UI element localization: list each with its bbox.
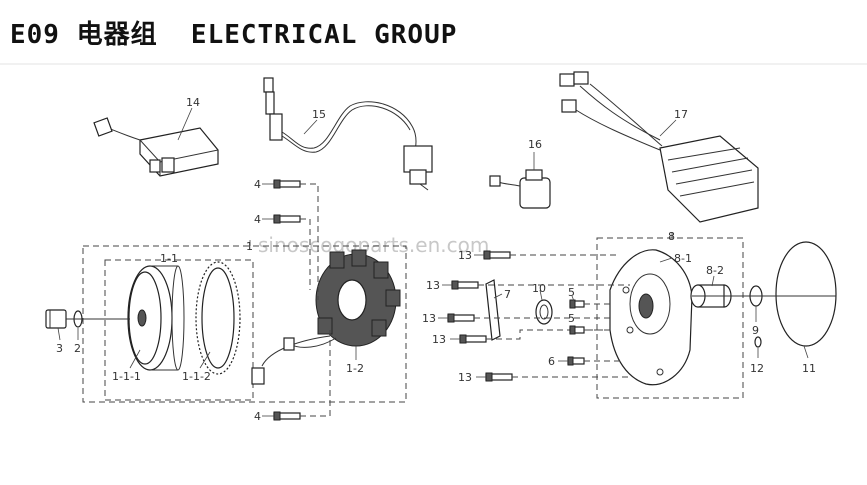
callout-3: 3 (56, 342, 63, 355)
callout-13-e: 13 (458, 371, 472, 384)
callout-11: 11 (802, 362, 816, 375)
callout-1: 1 (246, 240, 253, 253)
part-13-bolt-b (451, 280, 479, 290)
part-1-2-stator (261, 249, 401, 367)
part-17-regulator-rectifier (559, 71, 759, 223)
callout-12: 12 (750, 362, 764, 375)
callout-1-1-2: 1-1-2 (182, 370, 211, 383)
part-10-oil-seal (535, 299, 553, 325)
part-4-bolt-mid (273, 214, 301, 224)
callout-16: 16 (528, 138, 542, 151)
part-3-nut (45, 309, 67, 329)
callout-8-1: 8-1 (674, 252, 692, 265)
part-5-screw-bottom (569, 325, 585, 335)
callout-2: 2 (74, 342, 81, 355)
callout-8: 8 (668, 230, 675, 243)
callout-4-mid: 4 (254, 213, 261, 226)
part-5-screw-top (569, 299, 585, 309)
callout-15: 15 (312, 108, 326, 121)
callout-13-b: 13 (426, 279, 440, 292)
part-6-bolt (567, 356, 585, 366)
callout-13-a: 13 (458, 249, 472, 262)
callout-1-1-1: 1-1-1 (112, 370, 141, 383)
leader-14 (177, 107, 193, 141)
stator-connector-b (251, 367, 265, 385)
part-14-cdi-unit (93, 117, 219, 177)
part-1-1-2-ring-gear (195, 261, 241, 375)
watermark: sinoscogoparts.en.com (258, 233, 489, 257)
page-title: E09 电器组 ELECTRICAL GROUP (10, 20, 458, 50)
part-12-washer (754, 336, 762, 348)
callout-8-2: 8-2 (706, 264, 724, 277)
part-13-bolt-a (483, 250, 511, 260)
part-13-bolt-c (447, 313, 475, 323)
callout-9: 9 (752, 324, 759, 337)
part-15-ignition-coil (263, 77, 433, 191)
callout-4-bottom: 4 (254, 410, 261, 423)
part-13-bolt-e (485, 372, 513, 382)
callout-13-d: 13 (432, 333, 446, 346)
part-4-bolt-bottom (273, 411, 301, 421)
part-8-1-side-cover (609, 249, 693, 386)
group-box-1 (82, 245, 407, 403)
leader-17 (659, 119, 677, 137)
callout-5-bottom: 5 (568, 312, 575, 325)
part-4-bolt-top (273, 179, 301, 189)
callout-14: 14 (186, 96, 200, 109)
callout-1-2: 1-2 (346, 362, 364, 375)
part-1-1-1-flywheel (127, 265, 185, 371)
part-7-cable-guide (485, 279, 501, 341)
part-13-bolt-d (459, 334, 487, 344)
stator-connector-a (283, 337, 295, 351)
callout-6: 6 (548, 355, 555, 368)
part-11-gasket (775, 241, 837, 347)
callout-17: 17 (674, 108, 688, 121)
callout-10: 10 (532, 282, 546, 295)
callout-13-c: 13 (422, 312, 436, 325)
callout-5-top: 5 (568, 286, 575, 299)
part-16-starter-relay (489, 169, 551, 209)
callout-1-1: 1-1 (160, 252, 178, 265)
group-box-1-1 (104, 259, 254, 401)
callout-7: 7 (504, 288, 511, 301)
leader-15 (303, 119, 318, 135)
callout-4-top: 4 (254, 178, 261, 191)
